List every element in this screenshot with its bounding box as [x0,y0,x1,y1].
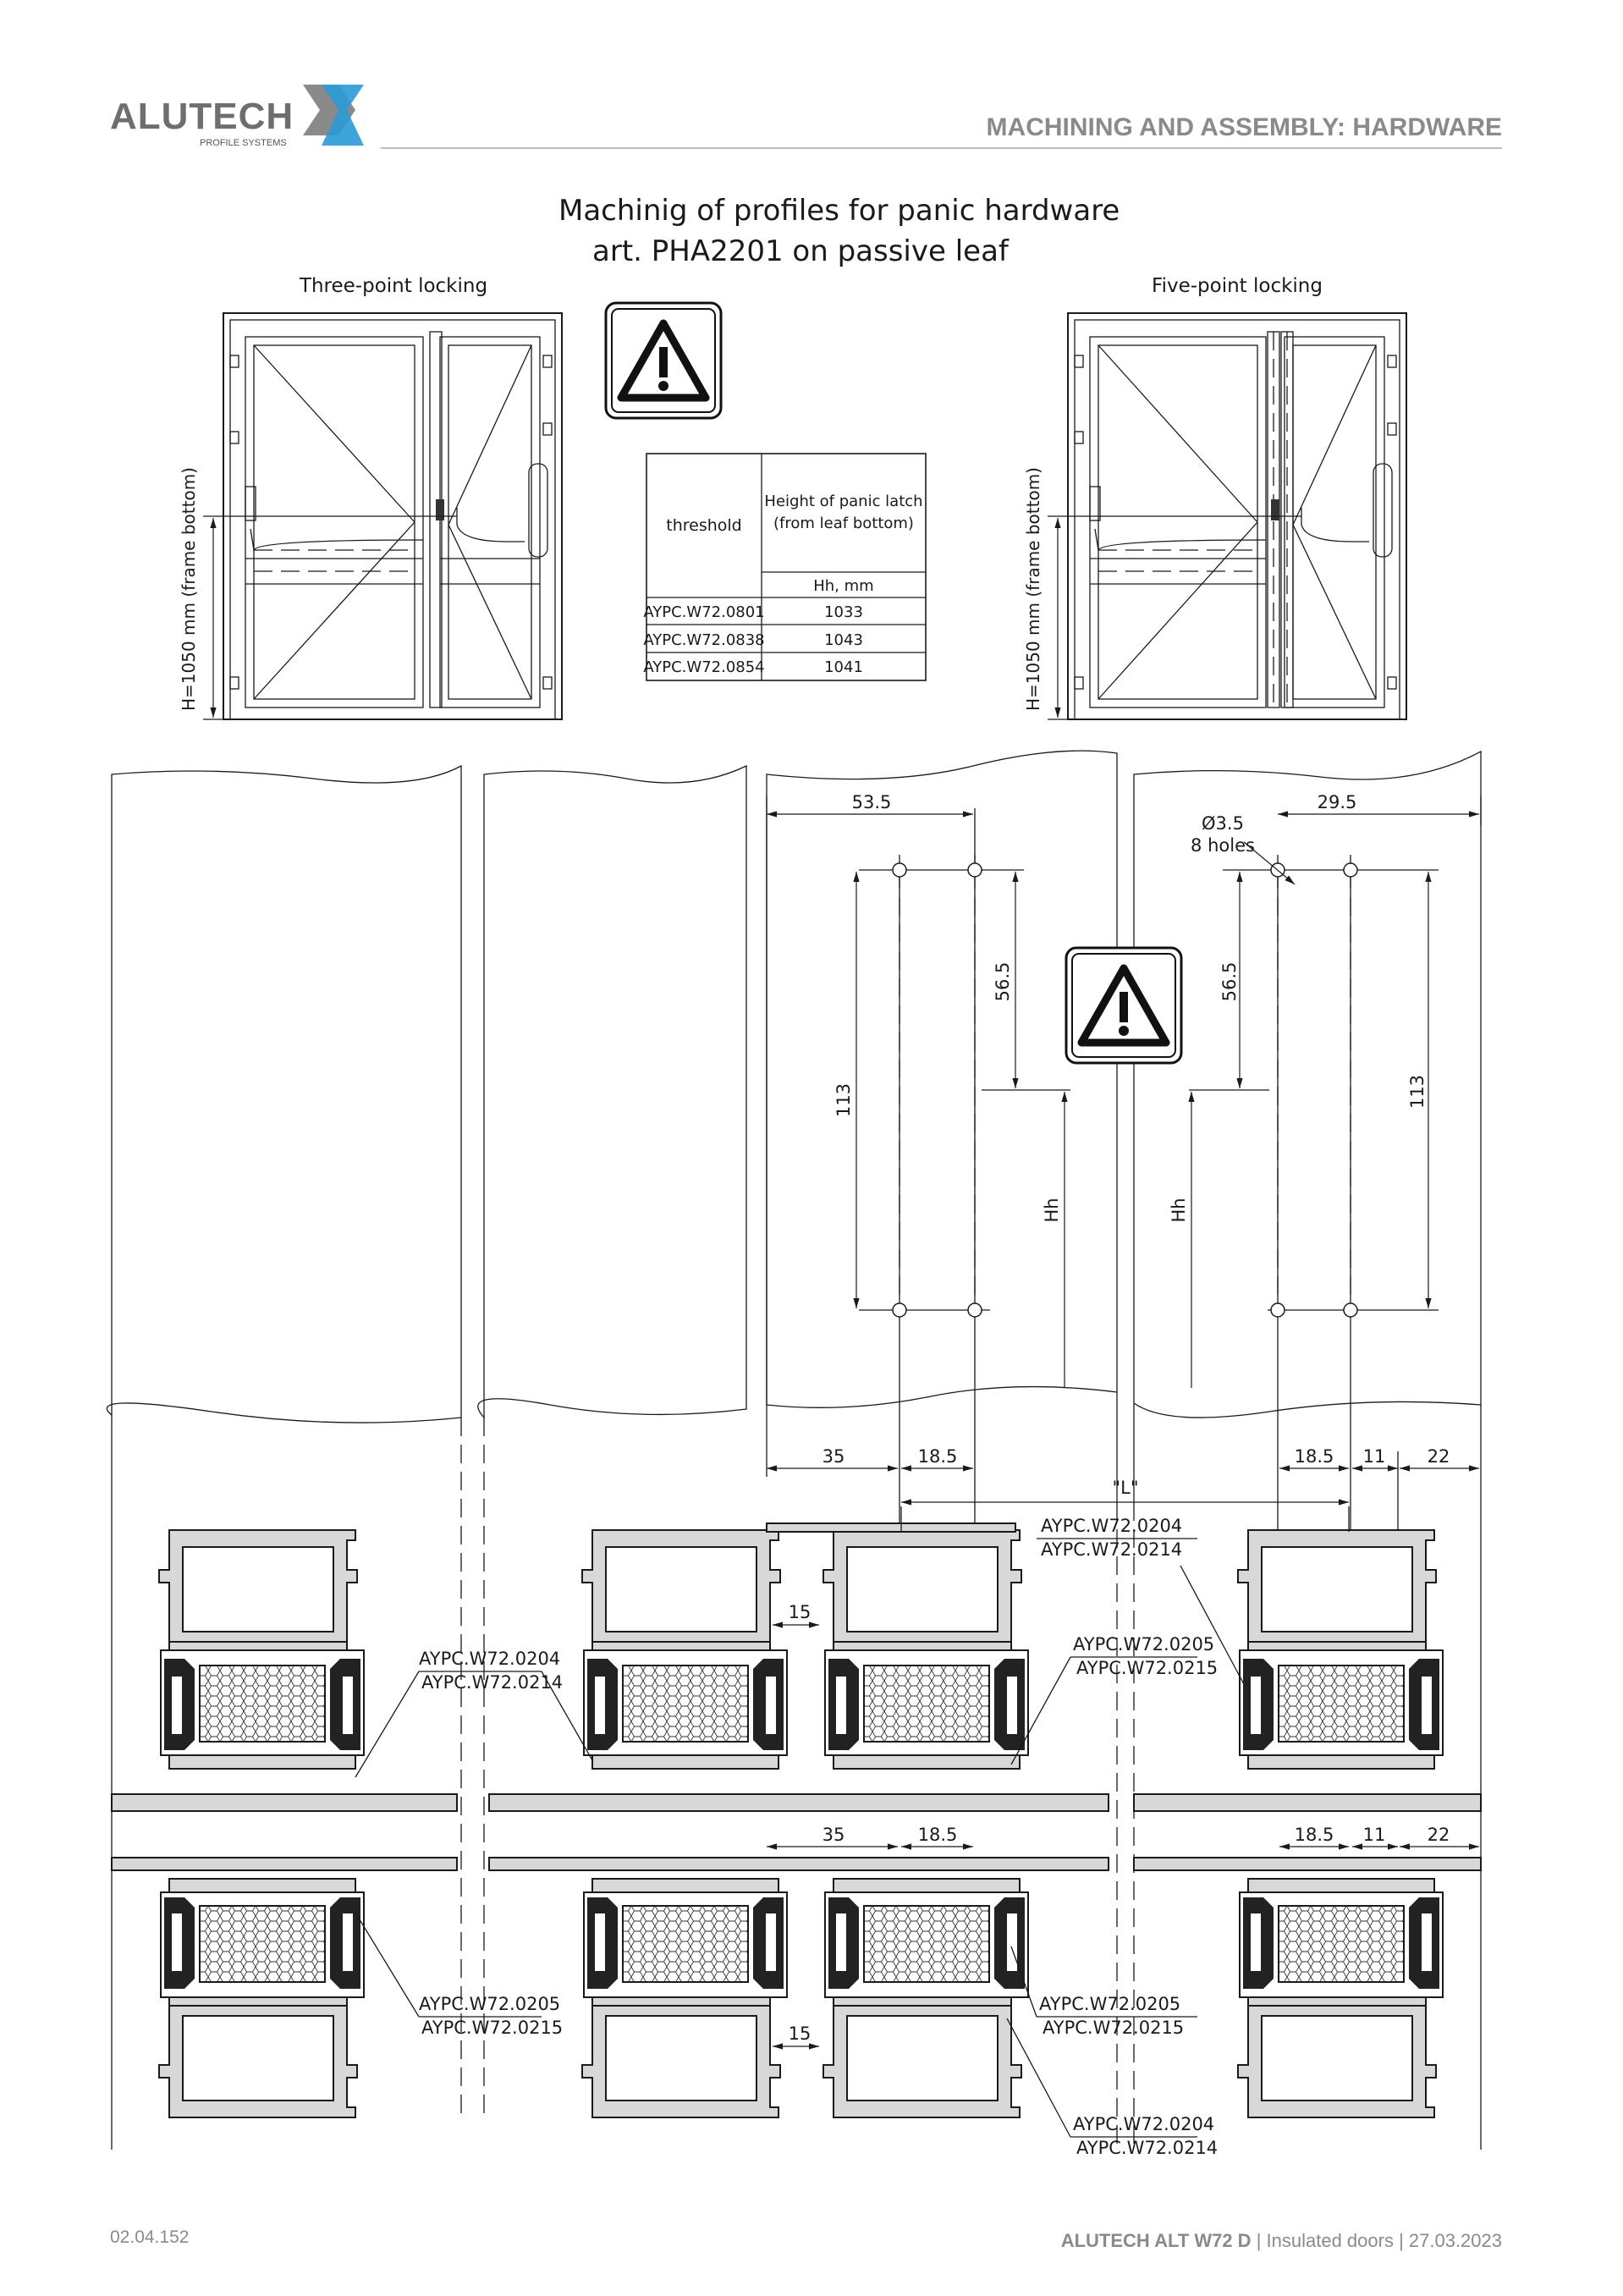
dim-15-top: 15 [789,1602,812,1622]
dim-18-5-top-left: 18.5 [918,1446,958,1467]
drawing-title-line1: Machinig of profiles for panic hardware [558,194,1120,228]
label-top-mid-right-1: AYPC.W72.0204 [1041,1516,1182,1536]
dim-hh-right: Hh [1169,1198,1189,1222]
top-sections [111,1506,1482,1812]
leader-lines-bottom [355,1912,1197,2138]
logo-text: ALUTECH [110,96,294,137]
dim-113-left: 113 [834,1083,854,1117]
label-top-left-2: AYPC.W72.0214 [421,1672,563,1693]
latch-height-table [646,453,927,681]
dim-53-5: 53.5 [852,792,892,812]
door-left-height-label: H=1050 mm (frame bottom) [179,467,199,711]
label-bottom-left-1: AYPC.W72.0205 [419,1994,560,2014]
label-bottom-low-2: AYPC.W72.0214 [1076,2138,1218,2158]
dim-22-bottom: 22 [1428,1825,1450,1845]
table-header-unit: Hh, mm [813,577,873,595]
dim-15-bottom: 15 [789,2023,812,2044]
table-header-threshold: threshold [666,516,741,535]
dim-113-right: 113 [1407,1075,1428,1109]
label-top-mid-2: AYPC.W72.0215 [1076,1658,1218,1678]
dim-11-bottom: 11 [1363,1825,1386,1845]
hole-count-label: 8 holes [1191,835,1255,856]
label-top-mid-1: AYPC.W72.0205 [1073,1634,1214,1655]
logo-mark-icon [303,85,364,146]
warning-icon [606,303,721,418]
dim-18-5-bottom-right: 18.5 [1295,1825,1334,1845]
table-cell: AYPC.W72.0838 [643,631,764,649]
top-dimension-row [767,1451,1479,1549]
logo-subtext: PROFILE SYSTEMS [200,138,287,148]
dim-35-top: 35 [823,1446,845,1467]
table-header-height-line1: Height of panic latch [764,493,922,510]
footer-product-meta: | Insulated doors | 27.03.2023 [1252,2230,1502,2251]
drawing-title-line2: art. PHA2201 on passive leaf [592,234,1010,268]
label-bottom-mid-1: AYPC.W72.0205 [1039,1994,1180,2014]
dim-18-5-bottom-left: 18.5 [918,1825,958,1845]
dim-29-5: 29.5 [1318,792,1357,812]
dim-18-5-top-right: 18.5 [1295,1446,1334,1467]
warning-icon [1066,948,1181,1063]
logo: ALUTECH PROFILE SYSTEMS [110,85,364,148]
door-right-height-label: H=1050 mm (frame bottom) [1023,467,1043,711]
dim-11-top: 11 [1363,1446,1386,1467]
table-cell: 1041 [824,658,863,676]
footer-product-name: ALUTECH ALT W72 D [1061,2230,1252,2251]
dim-56-5-left: 56.5 [993,962,1013,1002]
table-cell: 1043 [824,631,863,649]
hole-pattern-right [1188,796,1482,1557]
table-cell: AYPC.W72.0854 [643,658,764,676]
door-right-elevation [1048,312,1407,720]
label-bottom-left-2: AYPC.W72.0215 [421,2018,563,2038]
dim-22-top: 22 [1428,1446,1450,1467]
label-bottom-low-1: AYPC.W72.0204 [1073,2114,1214,2134]
dim-35-bottom: 35 [823,1825,845,1845]
footer-product: ALUTECH ALT W72 D | Insulated doors | 27… [1061,2230,1502,2251]
label-top-left-1: AYPC.W72.0204 [419,1649,560,1669]
profile-strips [106,750,1482,2150]
door-left-caption: Three-point locking [299,275,487,297]
hole-pattern-left [766,796,1070,1557]
label-bottom-mid-2: AYPC.W72.0215 [1043,2018,1184,2038]
dim-hh-left: Hh [1042,1198,1062,1222]
table-cell: AYPC.W72.0801 [643,603,764,621]
page-code: 02.04.152 [110,2227,189,2247]
label-top-mid-right-2: AYPC.W72.0214 [1041,1539,1182,1560]
door-left-elevation [203,312,563,720]
dim-l: "L" [1112,1478,1138,1498]
leader-lines-top [355,1538,1245,1778]
hole-diameter-label: Ø3.5 [1202,813,1244,834]
bottom-sections [111,1857,1482,2118]
table-cell: 1033 [824,603,863,621]
section-title: MACHINING AND ASSEMBLY: HARDWARE [987,113,1502,141]
door-right-caption: Five-point locking [1152,275,1323,297]
table-header-height-line2: (from leaf bottom) [773,515,914,532]
dim-56-5-right: 56.5 [1219,962,1240,1002]
